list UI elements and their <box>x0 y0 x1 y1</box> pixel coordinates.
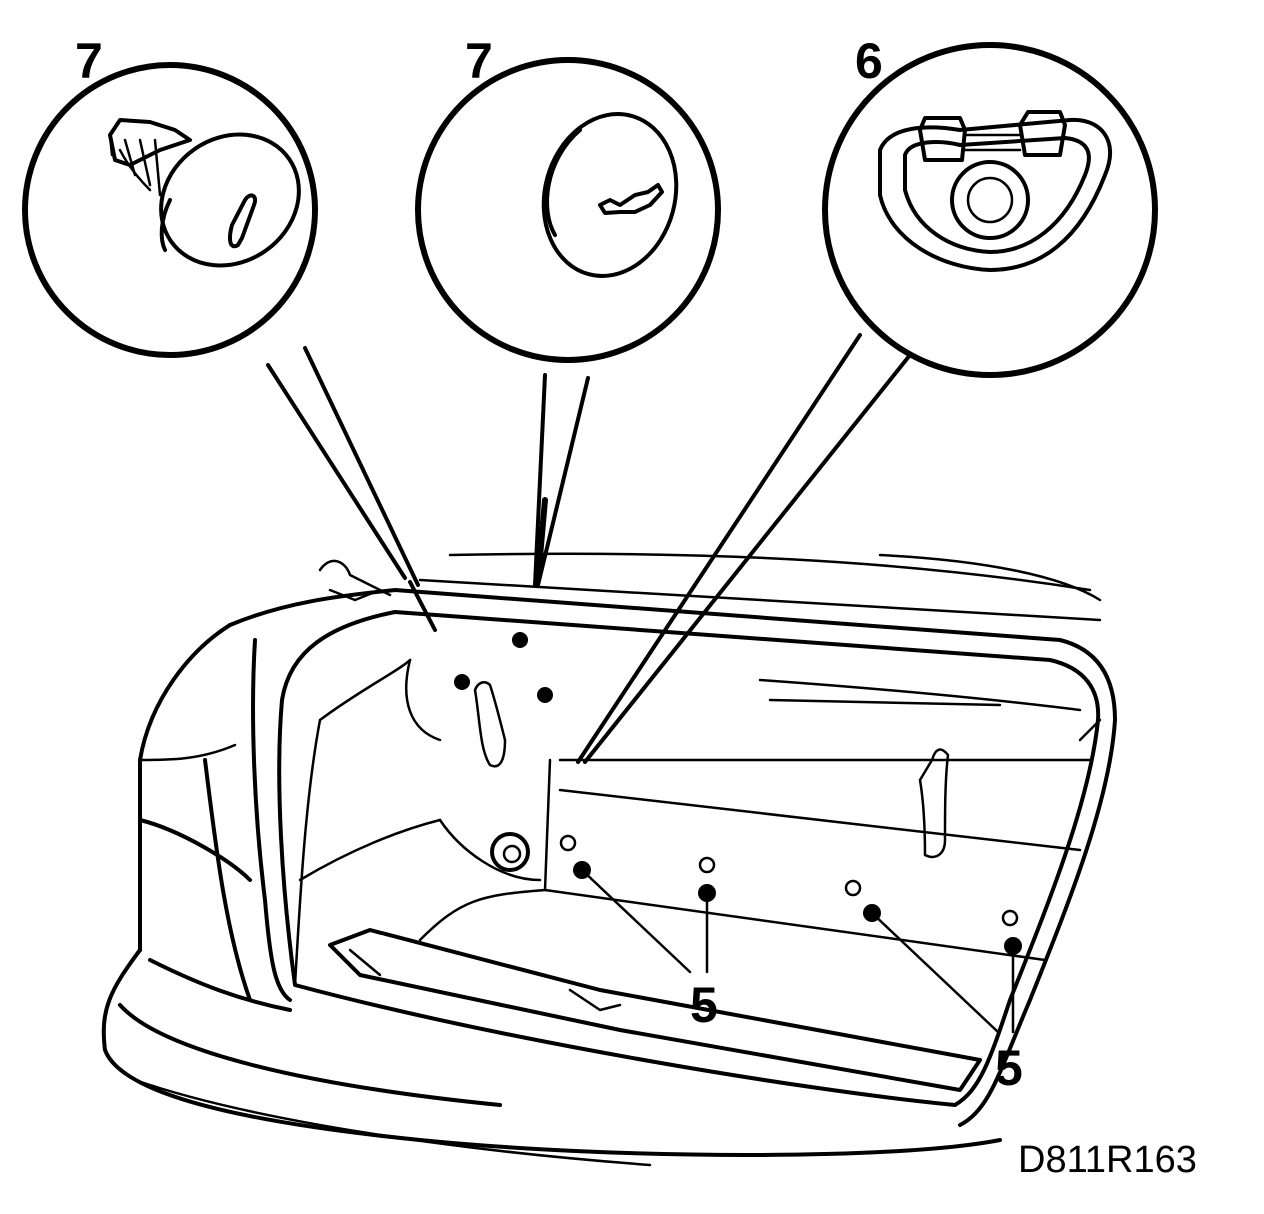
callout-label-right: 6 <box>855 33 883 89</box>
car-trunk-body <box>101 552 1117 1167</box>
bolt-ring <box>1001 909 1019 927</box>
bolt-ring <box>559 834 577 852</box>
fastener-dot <box>454 674 470 690</box>
bolt-ring <box>698 856 716 874</box>
bolt-leader-lines <box>580 868 1015 1034</box>
callout-plug-detail <box>415 57 721 363</box>
fastener-dots <box>454 632 1022 955</box>
fastener-dot <box>512 632 528 648</box>
callout-label-left: 7 <box>75 33 103 89</box>
fastener-dot <box>537 687 553 703</box>
callout-label-middle: 7 <box>465 33 493 89</box>
callout-lock-detail <box>822 42 1158 378</box>
bolt-label-right: 5 <box>995 1040 1023 1096</box>
callout-clip-detail <box>22 62 318 358</box>
figure-code: D811R163 <box>1018 1139 1197 1181</box>
bolt-ring <box>844 879 862 897</box>
callout-pointers <box>266 333 912 764</box>
bolt-label-lower: 5 <box>690 977 718 1033</box>
